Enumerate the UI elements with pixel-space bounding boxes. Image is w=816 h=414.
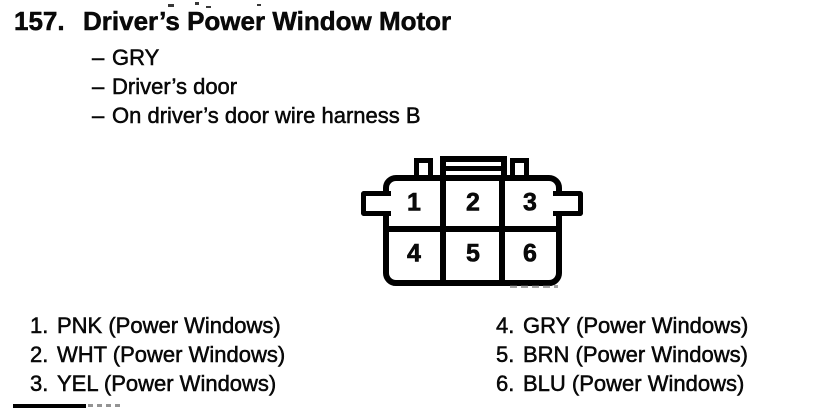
pin-number-2: 2	[466, 188, 481, 217]
legend-item: 3. YEL (Power Windows)	[30, 369, 285, 398]
legend-right-column: 4. GRY (Power Windows) 5. BRN (Power Win…	[496, 311, 749, 398]
connector-ear-right	[553, 191, 583, 216]
dash-bullet: –	[92, 45, 105, 71]
pin-number-3: 3	[523, 188, 538, 217]
connector-diagram: 1 2 3 4 5 6	[360, 151, 590, 293]
legend-pin-number: 4.	[496, 313, 515, 339]
dash-bullet: –	[92, 74, 105, 100]
scan-noise-speck	[257, 4, 261, 6]
pin-divider-horizontal	[389, 226, 556, 232]
detail-list: – GRY – Driver’s door – On driver’s door…	[92, 43, 421, 130]
dash-bullet: –	[92, 103, 105, 129]
connector-tab-left	[414, 158, 433, 177]
page-title: Driver’s Power Window Motor	[83, 6, 452, 37]
legend-item: 1. PNK (Power Windows)	[30, 311, 285, 340]
scan-noise-speck	[168, 4, 174, 7]
scan-smudge	[510, 285, 558, 288]
legend-pin-label: BRN (Power Windows)	[523, 342, 748, 368]
legend-pin-number: 5.	[496, 342, 515, 368]
legend-pin-label: GRY (Power Windows)	[523, 313, 749, 339]
legend-left-column: 1. PNK (Power Windows) 2. WHT (Power Win…	[30, 311, 286, 398]
legend-pin-number: 3.	[30, 371, 49, 397]
detail-text-harness: On driver’s door wire harness B	[112, 103, 421, 129]
heading: 157. Driver’s Power Window Motor	[14, 6, 452, 37]
detail-text-location: Driver’s door	[112, 74, 238, 100]
legend-item: 6. BLU (Power Windows)	[496, 369, 748, 398]
connector-body: 1 2 3 4 5 6	[383, 175, 562, 286]
legend-pin-label: BLU (Power Windows)	[523, 371, 745, 397]
detail-text-color: GRY	[112, 45, 160, 71]
legend-pin-label: YEL (Power Windows)	[57, 371, 277, 397]
heading-number: 157.	[14, 6, 65, 37]
legend-pin-label: WHT (Power Windows)	[57, 342, 286, 368]
detail-item: – Driver’s door	[92, 72, 421, 101]
scan-noise-speck	[195, 2, 199, 5]
detail-item: – On driver’s door wire harness B	[92, 101, 421, 130]
connector-latch-tab	[440, 156, 507, 177]
pin-number-6: 6	[523, 239, 538, 268]
scan-noise-speck	[206, 6, 211, 8]
connector-ear-left	[361, 191, 391, 216]
legend-item: 4. GRY (Power Windows)	[496, 311, 749, 340]
page-edge-artifact-faint	[88, 404, 120, 407]
connector-tab-right	[510, 158, 529, 177]
page-edge-artifact	[13, 404, 86, 408]
legend-pin-number: 1.	[30, 313, 49, 339]
pin-number-5: 5	[466, 239, 481, 268]
detail-item: – GRY	[92, 43, 421, 72]
legend-pin-label: PNK (Power Windows)	[57, 313, 281, 339]
legend-item: 2. WHT (Power Windows)	[30, 340, 286, 369]
pin-number-1: 1	[407, 188, 422, 217]
legend-pin-number: 2.	[30, 342, 49, 368]
connector-latch-rib	[440, 166, 507, 171]
pin-number-4: 4	[407, 239, 422, 268]
legend-pin-number: 6.	[496, 371, 515, 397]
legend-item: 5. BRN (Power Windows)	[496, 340, 748, 369]
